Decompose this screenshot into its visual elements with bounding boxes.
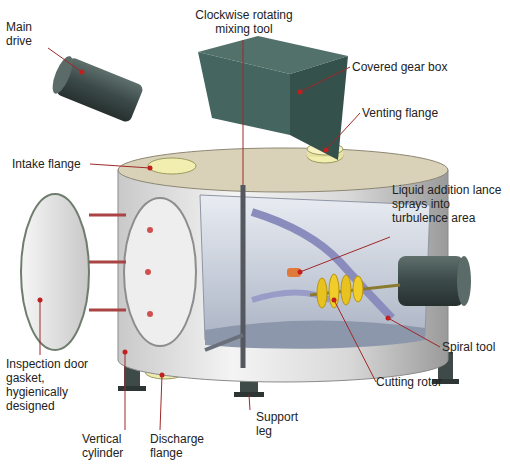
rotor-blade <box>317 278 327 308</box>
leader-dot <box>298 90 303 95</box>
leader-line <box>326 113 360 150</box>
leader-line <box>160 375 162 430</box>
leader-dot <box>324 148 329 153</box>
part-label: Intake flange <box>12 157 102 171</box>
part-label: Venting flange <box>362 106 472 120</box>
leader-line <box>243 40 244 185</box>
leader-line <box>300 67 350 92</box>
part-label: Cutting rotor <box>376 375 466 389</box>
door-hinge <box>89 309 126 312</box>
leader-dot <box>160 373 165 378</box>
door-opening <box>124 198 196 346</box>
leader-dot <box>386 316 391 321</box>
motor-end <box>49 54 77 96</box>
part-label: Support leg <box>256 410 306 438</box>
part-label: Main drive <box>6 20 56 48</box>
leader-dot <box>38 298 43 303</box>
cylinder-floor <box>205 320 425 348</box>
intake-flange-shape <box>148 158 196 174</box>
inspection-door-shape <box>21 194 89 350</box>
spiral-tool-shape <box>252 212 392 318</box>
leader-lines <box>40 40 440 430</box>
part-label: Discharge flange <box>150 432 214 460</box>
leader-dot <box>148 166 153 171</box>
main-drive-shape <box>49 54 145 124</box>
part-label: Inspection door gasket, hygienically des… <box>6 357 98 413</box>
leader-dot <box>298 270 303 275</box>
leader-line <box>90 164 150 168</box>
leader-dots <box>38 70 391 378</box>
door-clamp <box>145 269 151 275</box>
leader-line <box>388 318 440 347</box>
rotor-blade <box>341 275 351 305</box>
leader-line <box>249 395 250 410</box>
rotor-blade <box>353 276 363 302</box>
door-hinge <box>89 214 126 217</box>
leader-dot <box>80 70 85 75</box>
door-hinge <box>89 261 126 264</box>
leader-line <box>300 237 390 272</box>
door-clamp <box>147 311 153 317</box>
part-label: Spiral tool <box>442 340 508 354</box>
part-label: Vertical cylinder <box>82 432 142 460</box>
rotor-motor-end <box>457 256 471 306</box>
rotor-motor-body <box>398 256 464 306</box>
part-label: Clockwise rotating mixing tool <box>180 8 308 36</box>
mixing-shaft <box>241 185 246 368</box>
cutting-rotor-shape <box>310 274 400 308</box>
leader-line <box>40 300 41 355</box>
leader-dot <box>332 298 337 303</box>
leader-line <box>334 300 376 382</box>
gearbox-side <box>290 56 348 160</box>
door-clamp <box>147 227 153 233</box>
leader-line <box>125 352 126 430</box>
part-label: Covered gear box <box>352 60 472 74</box>
part-label: Liquid addition lance sprays into turbul… <box>392 183 504 225</box>
mixing-arm <box>205 335 243 350</box>
leader-dot <box>123 350 128 355</box>
gearbox-front <box>198 52 290 135</box>
rotor-blade <box>329 274 339 308</box>
leg-foot <box>118 386 146 391</box>
leader-line <box>48 48 82 72</box>
